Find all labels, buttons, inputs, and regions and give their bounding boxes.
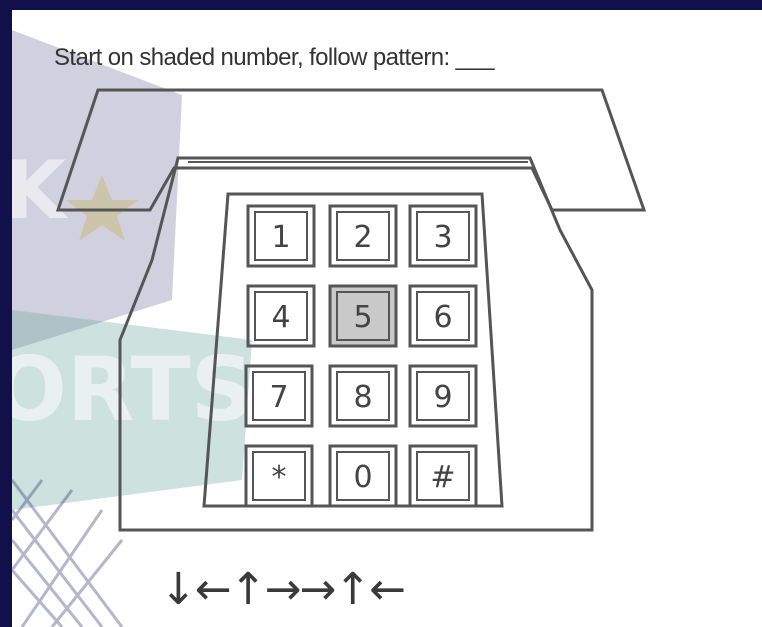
keypad-key-8: 8 <box>330 366 396 426</box>
keypad-key-star: * <box>246 446 312 506</box>
keypad-key-0: 0 <box>330 446 396 506</box>
keypad: 1 2 3 4 5 6 7 8 9 * 0 # <box>246 206 476 506</box>
keypad-key-4: 4 <box>248 286 314 346</box>
keypad-key-label: # <box>430 460 455 495</box>
worksheet-image: K ORTS Start on shaded number, follow pa… <box>12 10 762 627</box>
keypad-key-9: 9 <box>410 366 476 426</box>
keypad-key-label: 6 <box>433 300 452 335</box>
keypad-key-5: 5 <box>330 286 396 346</box>
keypad-key-label: 1 <box>271 220 290 255</box>
keypad-key-label: 2 <box>353 220 372 255</box>
telephone-handset <box>58 90 644 210</box>
keypad-key-label: 9 <box>433 380 452 415</box>
keypad-key-1: 1 <box>248 206 314 266</box>
keypad-key-2: 2 <box>330 206 396 266</box>
keypad-key-3: 3 <box>410 206 476 266</box>
keypad-key-label: 8 <box>353 380 372 415</box>
keypad-key-label: 0 <box>353 460 372 495</box>
keypad-key-hash: # <box>410 446 476 506</box>
keypad-key-label: 3 <box>433 220 452 255</box>
keypad-key-label: 4 <box>271 300 290 335</box>
keypad-key-label: 5 <box>353 300 372 335</box>
pattern-arrows: ↓←↑→→↑← <box>160 564 404 615</box>
telephone-drawing: 1 2 3 4 5 6 7 8 9 * 0 # <box>12 10 762 627</box>
keypad-key-label: * <box>272 460 287 495</box>
keypad-key-label: 7 <box>269 380 288 415</box>
keypad-key-7: 7 <box>246 366 312 426</box>
keypad-key-6: 6 <box>410 286 476 346</box>
